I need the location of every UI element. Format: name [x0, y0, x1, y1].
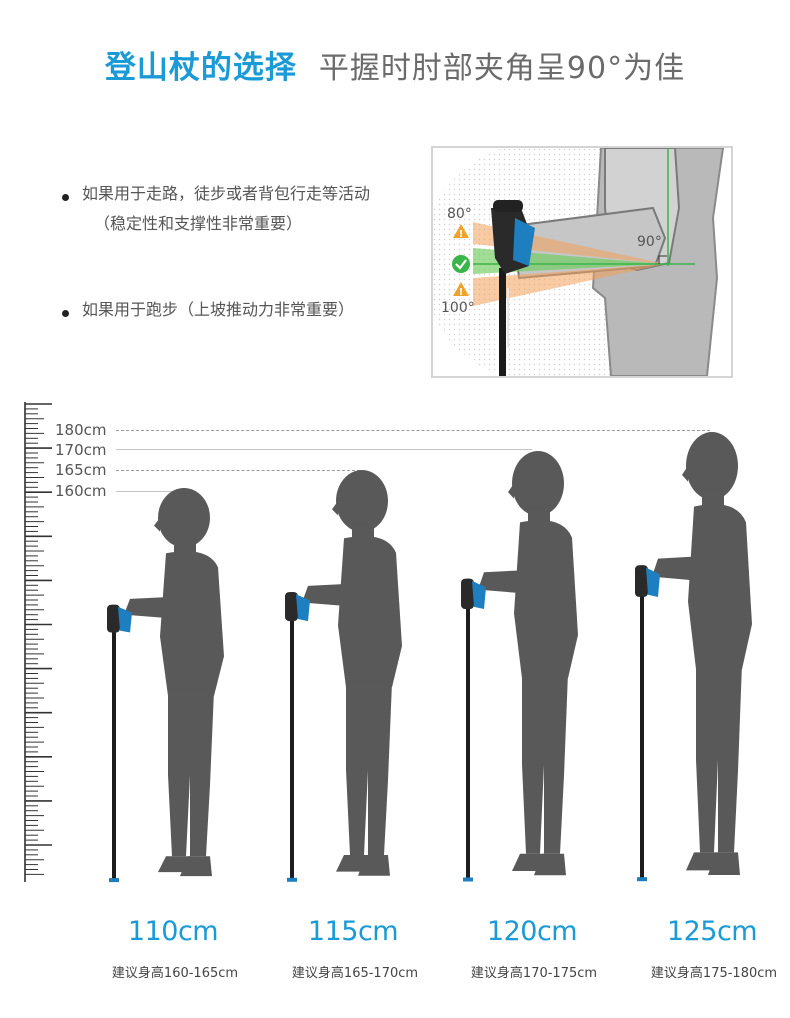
- torso-shape: [338, 536, 402, 688]
- shoe-shape: [686, 852, 718, 871]
- height-label-180cm: 180cm: [55, 421, 107, 439]
- svg-text:!: !: [459, 229, 464, 240]
- pole-length-110: 110cm: [127, 916, 219, 947]
- pole-strap: [118, 606, 132, 633]
- angle-90-label: 90°: [637, 234, 662, 250]
- height-ruler: [24, 402, 52, 882]
- bullet-dot-icon: [62, 310, 69, 317]
- grip-top: [493, 200, 523, 212]
- pole-length-115: 115cm: [307, 916, 399, 947]
- person-figure-4: [630, 432, 770, 888]
- angle-80-label: 80°: [447, 206, 472, 222]
- pole-length-125: 125cm: [666, 916, 758, 947]
- head-shape: [336, 470, 388, 532]
- elbow-angle-diagram: ! ! 80° 90° 100°: [431, 146, 733, 378]
- pole-shaft: [112, 604, 116, 880]
- bullet-walking-text: 如果用于走路，徒步或者背包行走等活动: [82, 184, 371, 203]
- pole-tip: [287, 877, 297, 882]
- bullet-running-text-block: 如果用于跑步（上坡推动力非常重要）: [82, 295, 354, 325]
- fan-100-bottom: [473, 264, 665, 306]
- height-label-160cm: 160cm: [55, 482, 107, 500]
- page-title: 登山杖的选择: [104, 50, 297, 86]
- height-label-170cm: 170cm: [55, 441, 107, 459]
- pole-shaft: [499, 268, 506, 376]
- torso-shape: [688, 504, 752, 670]
- warning-icon: [453, 282, 469, 296]
- pole-grip: [285, 592, 298, 622]
- line-165cm: [116, 470, 360, 471]
- pole-strap: [296, 594, 310, 622]
- legs-shape: [168, 690, 214, 857]
- pole-tip: [109, 878, 119, 883]
- person-figure-2: [280, 470, 420, 888]
- pole-grip: [107, 604, 120, 633]
- shoe-shape: [358, 855, 390, 876]
- bullet-walking: 如果用于走路，徒步或者背包行走等活动 （稳定性和支撑性非常重要）: [62, 184, 370, 239]
- shoe-shape: [534, 853, 566, 876]
- elbow-angle-illustration: ! !: [433, 148, 725, 376]
- arm-shape: [652, 556, 704, 582]
- angle-100-label: 100°: [441, 300, 475, 316]
- shoe-shape: [158, 856, 190, 873]
- page-subtitle: 平握时肘部夹角呈90°为佳: [318, 51, 686, 86]
- person-figure-1: [102, 488, 242, 888]
- head-shape: [512, 451, 564, 516]
- pole-grip: [635, 565, 648, 597]
- pole-tip: [463, 877, 473, 882]
- warning-icon: [453, 224, 469, 238]
- bullet-walking-note: （稳定性和支撑性非常重要）: [94, 214, 303, 233]
- pole-strap: [513, 218, 535, 266]
- arm-shape: [124, 596, 176, 619]
- pole-grip: [461, 578, 474, 609]
- legs-shape: [346, 682, 392, 855]
- check-icon: [452, 255, 470, 273]
- legs-shape: [522, 672, 568, 854]
- svg-text:!: !: [459, 287, 464, 298]
- shoe-shape: [336, 855, 368, 872]
- torso-shape: [160, 551, 224, 696]
- bullet-walking-text-block: 如果用于走路，徒步或者背包行走等活动 （稳定性和支撑性非常重要）: [82, 179, 370, 239]
- pole-shaft: [466, 578, 470, 880]
- recommend-height-110: 建议身高160-165cm: [111, 966, 239, 981]
- pole-length-120: 120cm: [486, 916, 578, 947]
- line-160cm: [116, 491, 180, 492]
- bullet-running: 如果用于跑步（上坡推动力非常重要）: [62, 300, 354, 325]
- line-180cm: [116, 430, 710, 431]
- head-shape: [686, 432, 738, 500]
- line-170cm: [116, 449, 532, 450]
- legs-shape: [696, 663, 742, 853]
- recommend-height-115: 建议身高165-170cm: [291, 966, 419, 981]
- pole-tip: [637, 877, 647, 882]
- pole-strap: [646, 567, 660, 597]
- shoe-shape: [512, 853, 544, 871]
- arm-shape: [302, 583, 354, 607]
- arm-shape: [478, 570, 530, 594]
- head-shape: [158, 488, 210, 548]
- shoe-shape: [708, 852, 740, 875]
- pole-logo-strip: [507, 288, 509, 348]
- torso-shape: [514, 520, 578, 679]
- pole-shaft: [640, 565, 644, 880]
- pole-shaft: [290, 592, 294, 880]
- page-header: 登山杖的选择平握时肘部夹角呈90°为佳: [0, 42, 790, 87]
- right-angle-marker: [658, 255, 667, 264]
- recommend-height-125: 建议身高175-180cm: [650, 966, 778, 981]
- person-figure-3: [456, 451, 596, 888]
- height-label-165cm: 165cm: [55, 461, 107, 479]
- bullet-running-text: 如果用于跑步（上坡推动力非常重要）: [82, 300, 355, 319]
- pole-strap: [472, 580, 486, 609]
- recommend-height-120: 建议身高170-175cm: [470, 966, 598, 981]
- shoe-shape: [180, 856, 212, 877]
- ruler-ticks: [25, 403, 52, 875]
- bullet-dot-icon: [62, 194, 69, 201]
